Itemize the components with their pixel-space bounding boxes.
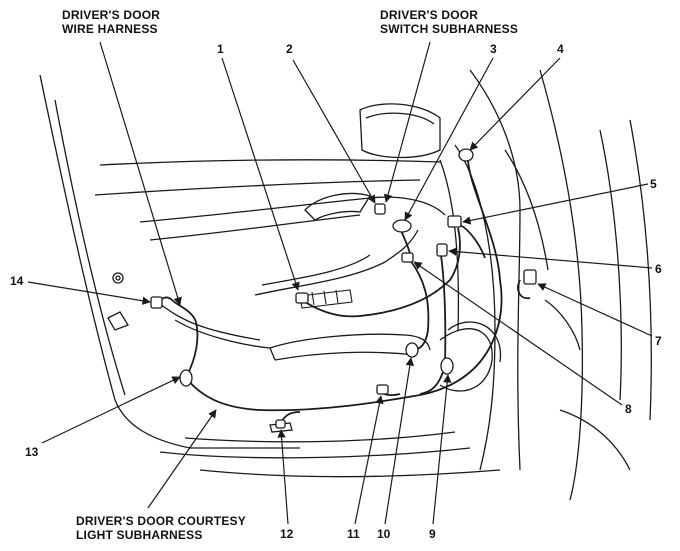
connector-4: [458, 148, 474, 162]
connector-9: [440, 357, 454, 375]
svg-text:DRIVER'S DOOR: DRIVER'S DOOR: [380, 8, 478, 22]
title-courtesy-light-subharness: DRIVER'S DOOR COURTESY LIGHT SUBHARNESS: [76, 514, 246, 542]
svg-text:DRIVER'S DOOR COURTESY: DRIVER'S DOOR COURTESY: [76, 514, 246, 528]
callout-8: 8: [625, 402, 632, 416]
connector-11: [376, 384, 389, 395]
connector-12: [275, 419, 286, 429]
connector-2: [374, 203, 386, 215]
svg-text:SWITCH SUBHARNESS: SWITCH SUBHARNESS: [380, 22, 518, 36]
callout-3: 3: [490, 42, 497, 56]
connectors: [150, 148, 537, 429]
connector-13: [179, 369, 193, 387]
connector-10: [405, 342, 419, 358]
connector-1: [295, 292, 309, 304]
callout-10: 10: [377, 527, 391, 541]
connector-7: [523, 269, 537, 285]
callout-4: 4: [557, 42, 564, 56]
svg-text:WIRE HARNESS: WIRE HARNESS: [62, 22, 158, 36]
callout-9: 9: [429, 527, 436, 541]
connector-8: [401, 252, 414, 263]
connector-6: [436, 243, 448, 257]
callout-6: 6: [655, 262, 662, 276]
svg-text:LIGHT SUBHARNESS: LIGHT SUBHARNESS: [76, 528, 203, 542]
callout-7: 7: [655, 334, 662, 348]
callout-5: 5: [650, 177, 657, 191]
title-wire-harness: DRIVER'S DOOR WIRE HARNESS: [62, 8, 160, 36]
leader-lines: [27, 41, 653, 525]
connector-5: [447, 215, 462, 228]
callout-1: 1: [217, 42, 224, 56]
connector-3: [392, 219, 412, 233]
connector-14: [150, 296, 163, 309]
callout-2: 2: [286, 42, 293, 56]
callout-13: 13: [25, 445, 39, 459]
title-switch-subharness: DRIVER'S DOOR SWITCH SUBHARNESS: [380, 8, 518, 36]
svg-text:DRIVER'S DOOR: DRIVER'S DOOR: [62, 8, 160, 22]
callout-14: 14: [10, 274, 24, 288]
callout-12: 12: [280, 527, 294, 541]
door-outline: [39, 69, 652, 501]
callout-11: 11: [347, 527, 360, 541]
callout-numbers: 1 2 3 4 5 6 7 8 9 10 11 12 13 14: [10, 42, 662, 541]
power-window-switch-panel: [299, 289, 353, 309]
